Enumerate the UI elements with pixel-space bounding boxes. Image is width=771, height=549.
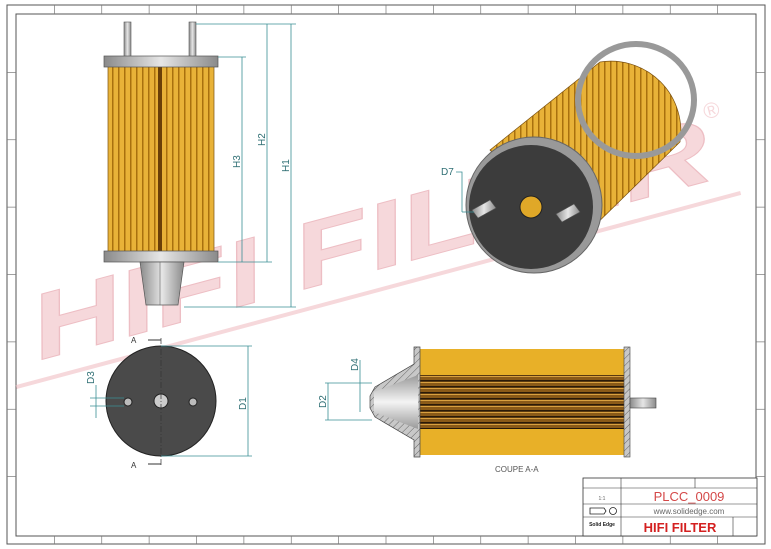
end-view: A A D1 D3 <box>86 336 252 470</box>
part-number: PLCC_0009 <box>654 489 725 504</box>
bottom-cap <box>103 250 219 263</box>
projection-symbol-icon <box>589 507 617 515</box>
scale: 1:1 <box>599 496 606 502</box>
drawing-title: HIFI FILTER <box>644 520 717 535</box>
software-label: Solid Edge <box>589 522 615 528</box>
section-stud <box>629 397 657 409</box>
dim-d7: D7 <box>441 167 454 178</box>
drawing-border <box>6 4 766 545</box>
title-block: PLCC_0009 www.solidedge.com HIFI FILTER … <box>582 477 758 537</box>
dim-d2: D2 <box>318 395 329 408</box>
section-mark-bottom: A <box>131 461 137 470</box>
dim-d1: D1 <box>238 397 249 410</box>
section-view: D2 D4 COUPE A-A <box>318 346 657 474</box>
website: www.solidedge.com <box>653 507 725 516</box>
section-mark-top: A <box>131 336 137 345</box>
iso-view: D7 <box>441 41 697 274</box>
dim-d4: D4 <box>350 358 361 371</box>
section-caption: COUPE A-A <box>495 465 539 474</box>
watermark-registered-mark: ® <box>700 96 722 124</box>
top-cap <box>103 55 219 68</box>
nozzle <box>139 261 185 306</box>
dim-d3: D3 <box>86 371 97 384</box>
front-view: H3 H2 H1 <box>103 21 296 308</box>
dim-h1: H1 <box>281 159 292 172</box>
dim-h2: H2 <box>257 133 268 146</box>
stud-left <box>123 21 132 59</box>
dim-h3: H3 <box>232 155 243 168</box>
stud-right <box>188 21 197 59</box>
